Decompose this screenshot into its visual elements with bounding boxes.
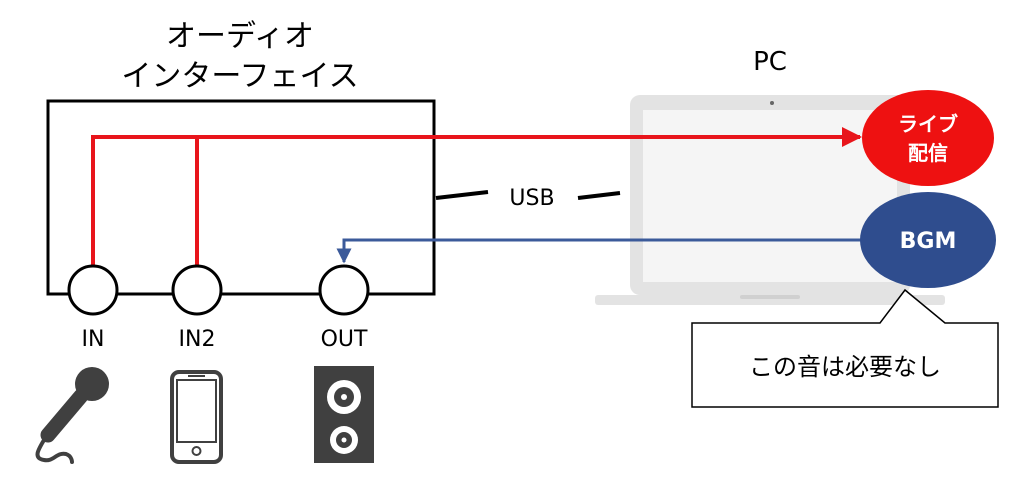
live-stream-label-line1: ライブ <box>898 112 958 136</box>
usb-label: USB <box>509 186 554 211</box>
laptop-base <box>595 295 945 305</box>
port-in2 <box>171 264 223 316</box>
smartphone-icon <box>170 370 223 464</box>
speaker-icon <box>314 366 374 463</box>
usb-connection: USB <box>435 186 621 211</box>
port-out-label: OUT <box>321 327 368 352</box>
bgm-ellipse <box>860 192 996 288</box>
port-in2-label: IN2 <box>179 327 216 352</box>
callout-text: この音は必要なし <box>749 353 941 381</box>
usb-line-right <box>577 191 621 200</box>
callout: この音は必要なし <box>691 288 999 408</box>
device-title-line2: インターフェイス <box>121 59 358 94</box>
microphone-icon <box>35 367 109 464</box>
live-stream-ellipse <box>862 90 994 186</box>
laptop-trackpad-notch <box>740 295 800 299</box>
port-in1 <box>67 264 119 316</box>
signal-path-in-to-live <box>91 127 862 265</box>
live-stream-label-line2: 配信 <box>908 141 948 165</box>
pc-label: PC <box>753 47 787 77</box>
port-out <box>318 264 370 316</box>
laptop-camera <box>770 101 774 105</box>
bgm-bubble: BGM <box>860 192 996 288</box>
signal-path-bgm-to-out <box>336 238 862 264</box>
audio-interface-box <box>46 99 436 296</box>
callout-shape <box>691 288 999 408</box>
laptop-icon <box>595 95 945 305</box>
bgm-label: BGM <box>900 229 957 254</box>
device-title-line1: オーディオ <box>166 19 314 54</box>
port-in1-label: IN <box>82 327 105 352</box>
live-stream-bubble: ライブ 配信 <box>862 90 994 186</box>
usb-line-left <box>435 190 489 200</box>
